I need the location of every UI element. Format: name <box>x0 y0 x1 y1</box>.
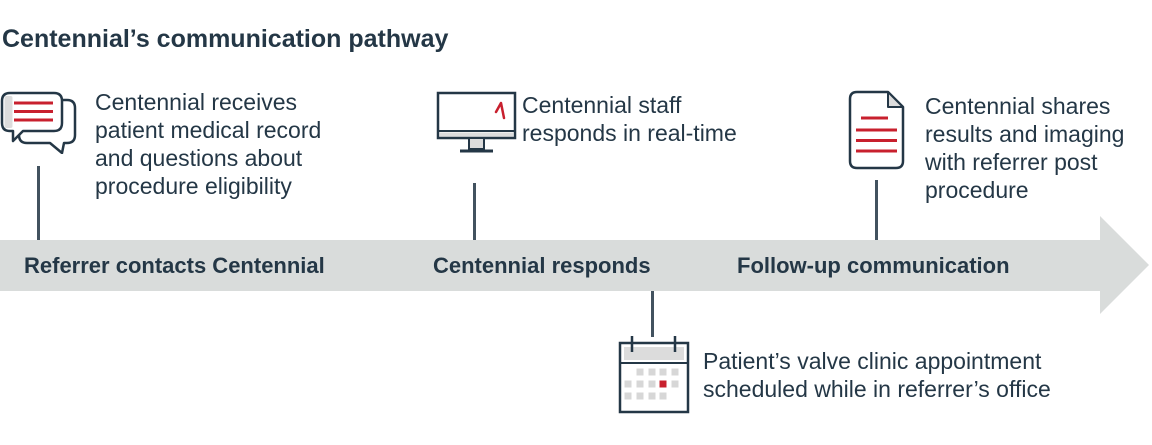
calendar-icon <box>618 336 690 414</box>
timeline-arrow-band <box>0 240 1100 291</box>
connector-line <box>875 180 878 240</box>
timeline-label-centennial-responds: Centennial responds <box>433 253 651 278</box>
step-1-description: Centennial receives patient medical reco… <box>95 89 322 199</box>
page-title: Centennial’s communication pathway <box>2 25 449 53</box>
monitor-cursor-icon <box>436 91 517 153</box>
timeline-label-referrer-contacts: Referrer contacts Centennial <box>24 253 325 278</box>
document-results-icon <box>848 90 905 170</box>
calendar-marked-day <box>659 380 667 388</box>
connector-line <box>473 183 476 240</box>
connector-line <box>651 291 654 337</box>
step-2-description: Centennial staff responds in real-time <box>522 92 737 146</box>
timeline-label-follow-up: Follow-up communication <box>737 253 1010 278</box>
footnote-step-description: Patient’s valve clinic appointment sched… <box>703 348 1051 402</box>
step-3-description: Centennial shares results and imaging wi… <box>925 93 1125 203</box>
chat-bubbles-icon <box>0 91 77 154</box>
connector-line <box>37 166 40 240</box>
arrowhead-icon <box>1100 216 1149 314</box>
